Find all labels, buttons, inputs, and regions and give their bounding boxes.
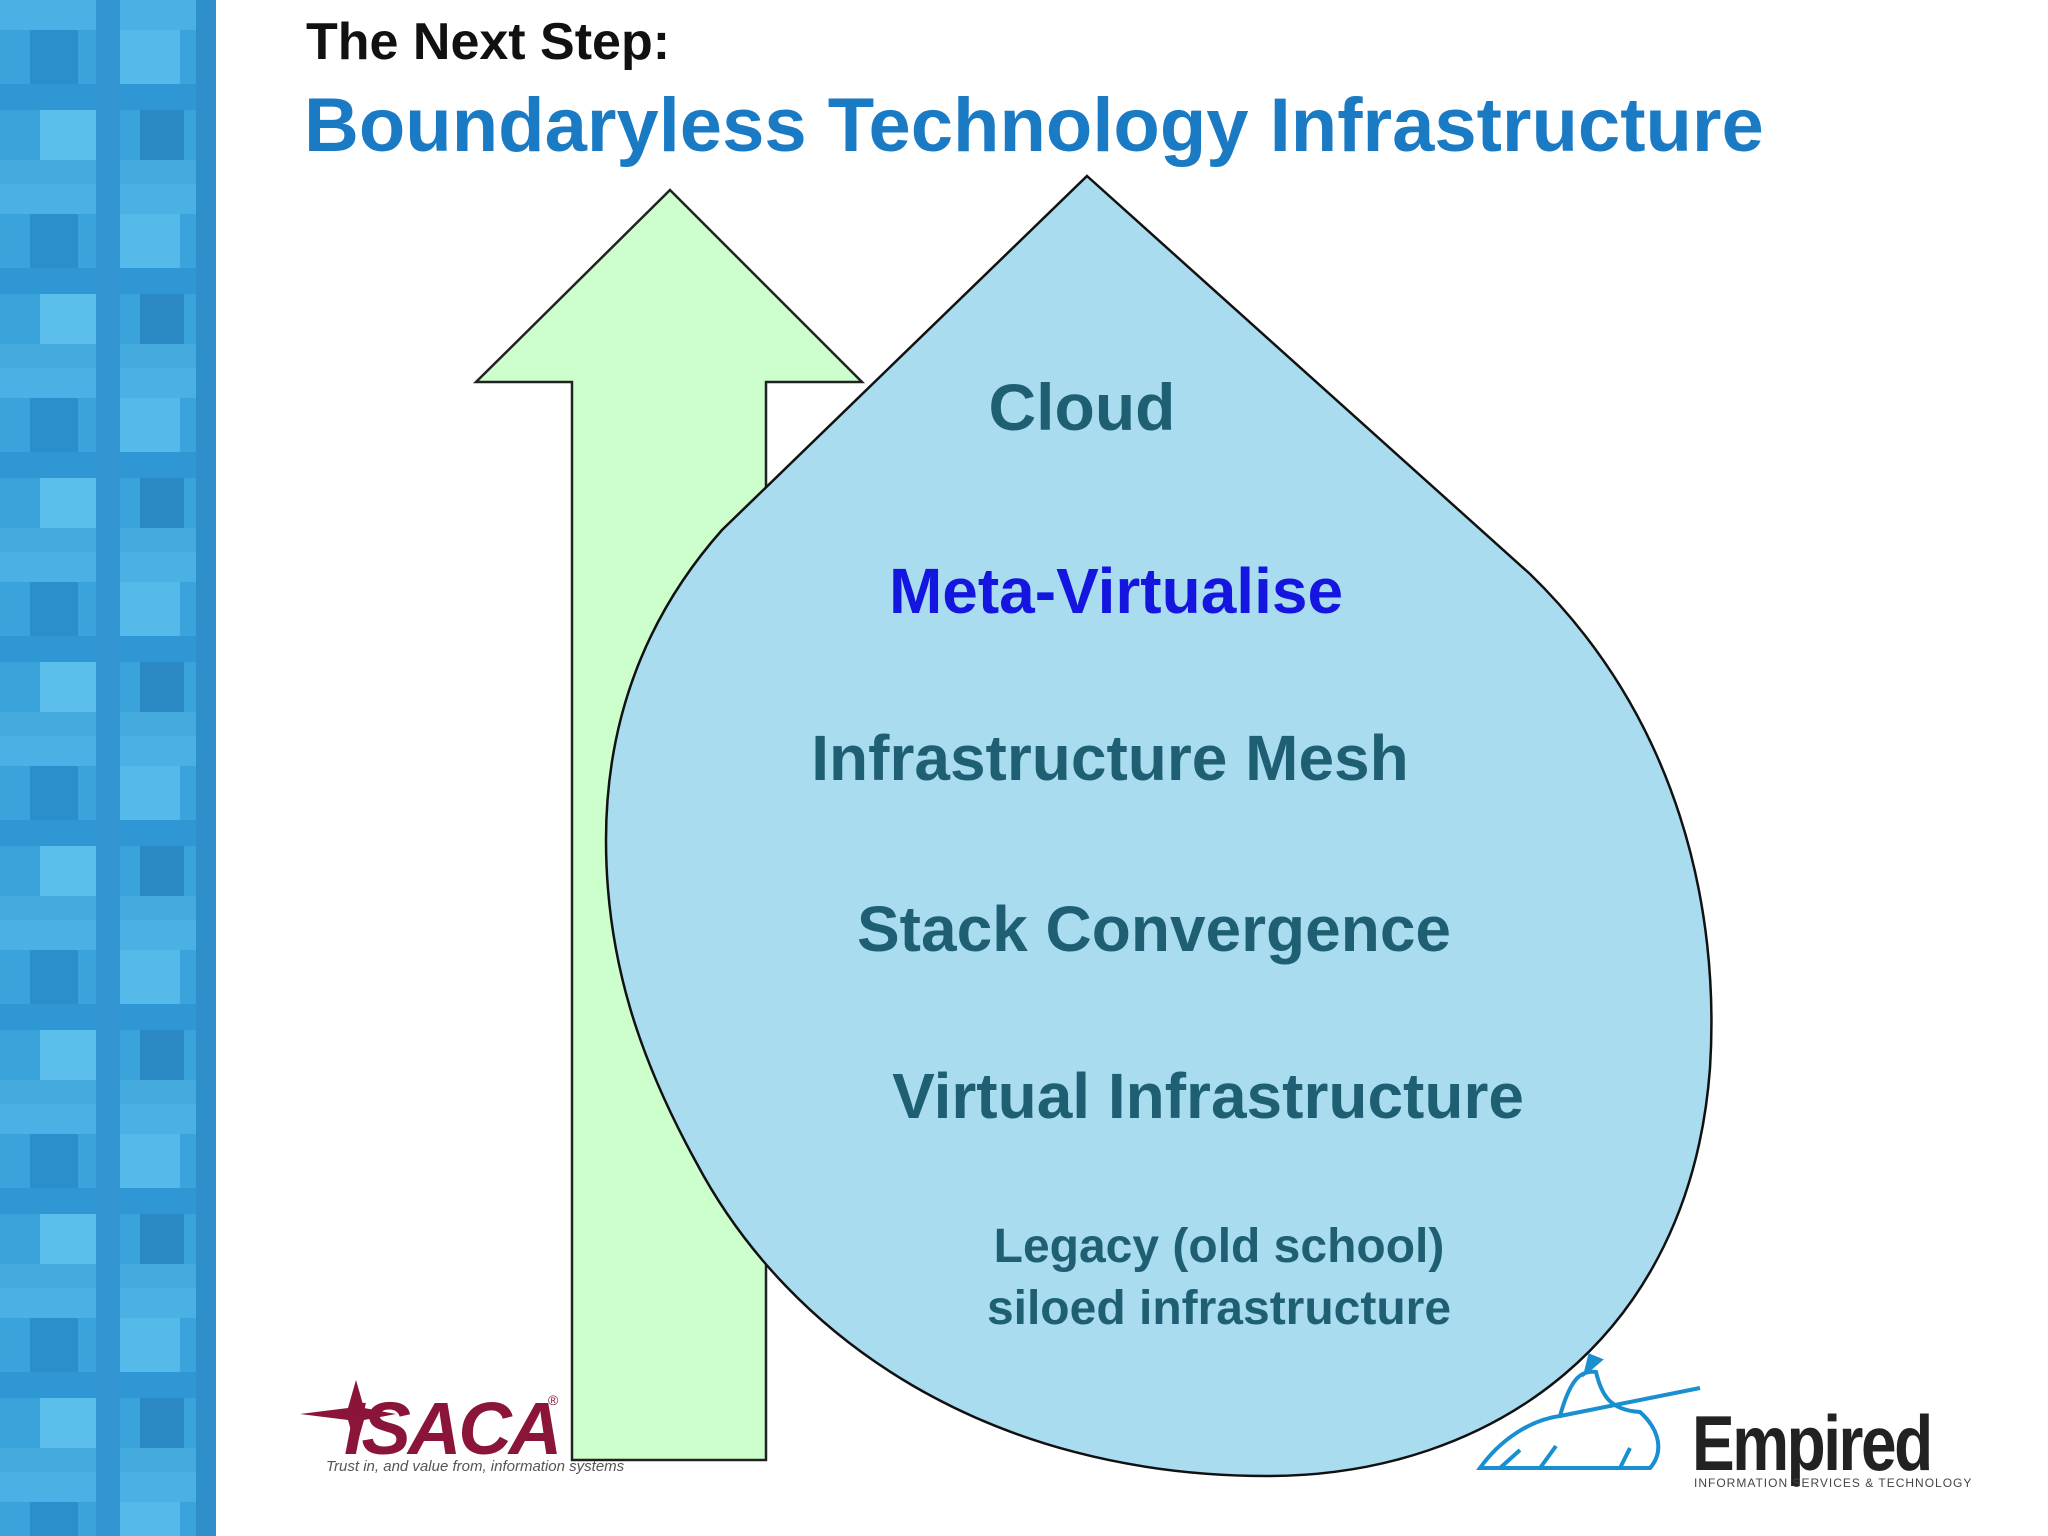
water-drop-shape [604,174,1713,1478]
empired-logo-text: Empired [1692,1399,1933,1487]
side-pattern-band [0,0,216,1536]
page-title: Boundaryless Technology Infrastructure [304,83,1764,168]
layer-legacy-line2: siloed infrastructure [987,1282,1451,1335]
layer-stack-convergence: Stack Convergence [857,893,1451,965]
layer-meta-virtualise: Meta-Virtualise [889,555,1343,627]
layer-infrastructure-mesh: Infrastructure Mesh [811,722,1408,794]
layer-virtual-infrastructure: Virtual Infrastructure [892,1060,1524,1132]
isaca-star-icon [300,1380,396,1448]
layer-cloud: Cloud [989,370,1176,444]
empired-knight-icon [1476,1353,1701,1470]
eyebrow-title: The Next Step: [306,13,671,71]
isaca-logo-text: ISACA [344,1387,562,1470]
isaca-registered-mark: ® [548,1392,559,1408]
layer-legacy-line1: Legacy (old school) [994,1220,1445,1273]
isaca-tagline: Trust in, and value from, information sy… [326,1458,625,1475]
empired-tagline: INFORMATION SERVICES & TECHNOLOGY [1694,1476,1973,1490]
